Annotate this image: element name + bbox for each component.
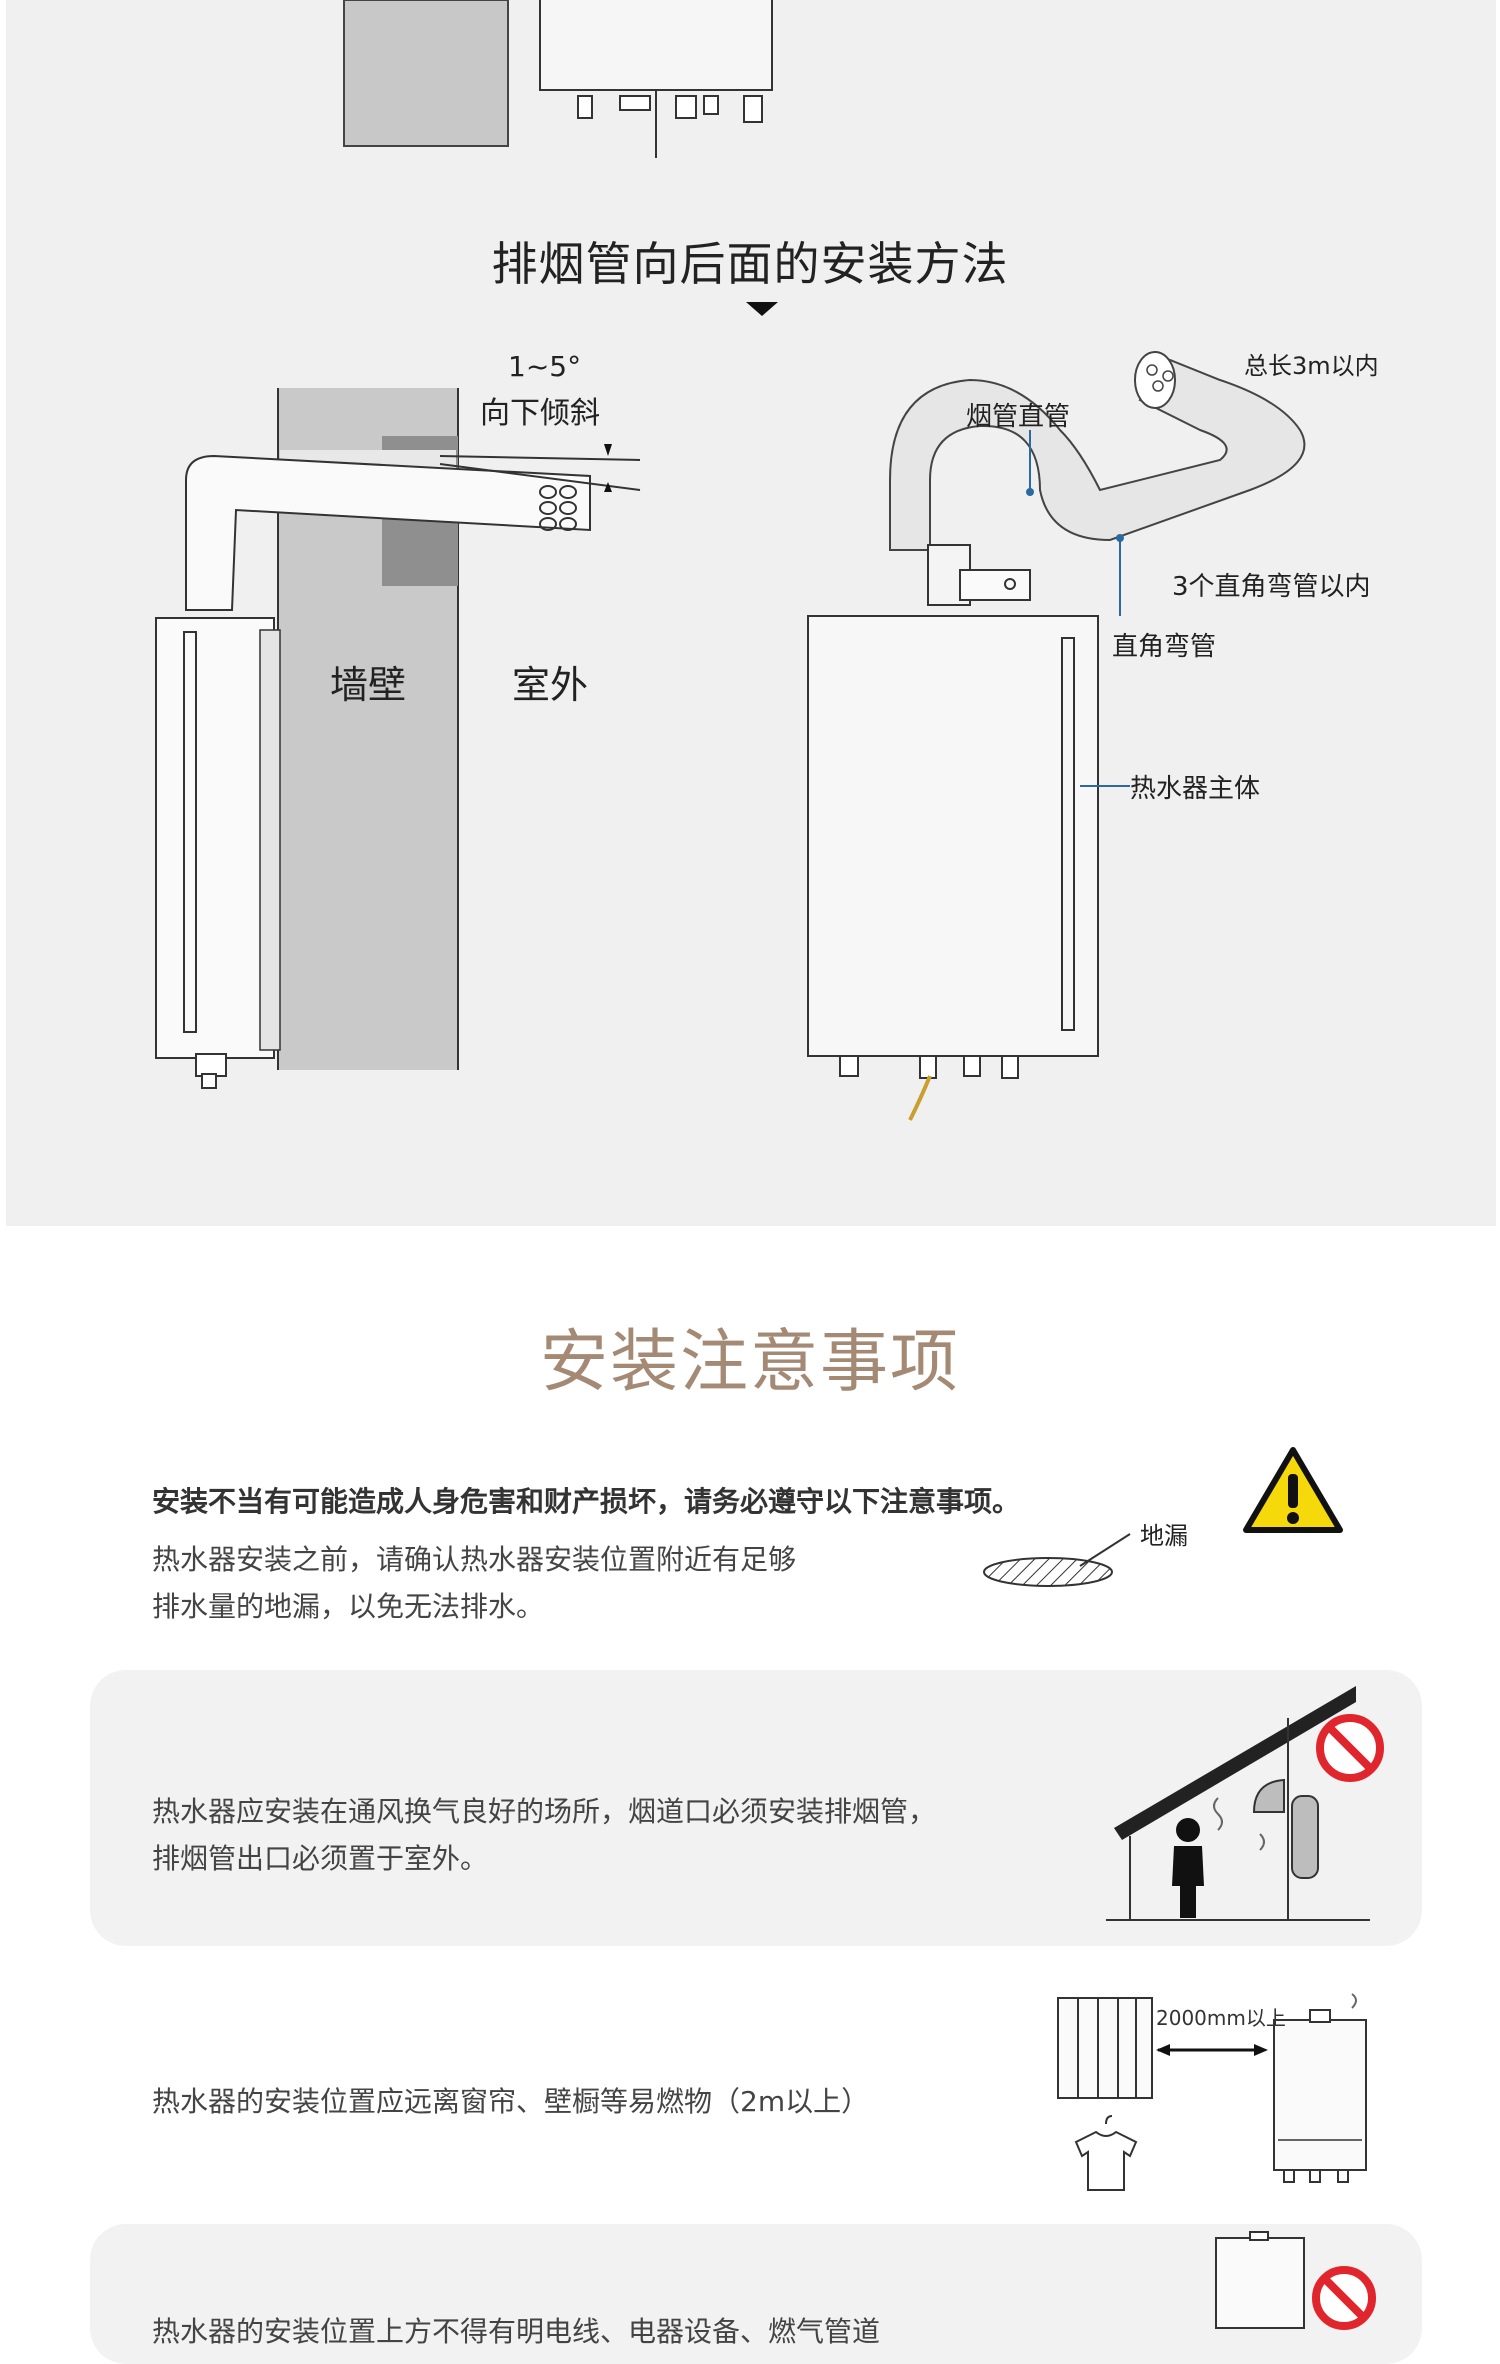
section-title: 安装注意事项: [539, 1323, 960, 1402]
note-item-3: 热水器的安装位置应远离窗帘、壁橱等易燃物（2m以上）: [152, 2085, 870, 2118]
tilt-label: 向下倾斜: [480, 396, 600, 431]
top-cropped-diagram: [343, 0, 773, 158]
note-item-1-line-1: 热水器安装之前，请确认热水器安装位置附近有足够: [152, 1543, 797, 1576]
angle-label: 1~5°: [508, 350, 582, 383]
outdoor-label: 室外: [512, 663, 589, 707]
note-item-2: 热水器应安装在通风换气良好的场所，烟道口必须安装排烟管， 排烟管出口必须置于室外…: [152, 1788, 936, 1882]
note-item-1: 热水器安装之前，请确认热水器安装位置附近有足够 排水量的地漏，以免无法排水。: [152, 1536, 796, 1630]
note-item-4: 热水器的安装位置上方不得有明电线、电器设备、燃气管道: [152, 2315, 881, 2348]
note-card-ventilation: [90, 1670, 1422, 1946]
warning-text: 安装不当有可能造成人身危害和财产损坏，请务必遵守以下注意事项。: [152, 1485, 1021, 1518]
elbow-label: 直角弯管: [1112, 632, 1217, 662]
distance-label: 2000mm以上: [1156, 2006, 1286, 2030]
down-arrow-icon: [746, 302, 778, 316]
heater-body-label: 热水器主体: [1130, 774, 1261, 804]
heater-duct-diagram: [807, 351, 1306, 1121]
warning-icon: [1243, 1447, 1343, 1533]
floor-drain-icon: [983, 1533, 1131, 1587]
total-length-label: 总长3m以内: [1244, 352, 1379, 380]
diagram-title: 排烟管向后面的安装方法: [491, 237, 1009, 291]
note-item-1-line-2: 排水量的地漏，以免无法排水。: [152, 1590, 545, 1623]
ventilation-illustration: [1106, 1686, 1384, 1921]
note-item-2-line-2: 排烟管出口必须置于室外。: [152, 1842, 489, 1875]
wall-label: 墙壁: [330, 663, 407, 707]
rear-exhaust-diagram: [155, 388, 641, 1089]
note-item-2-line-1: 热水器应安装在通风换气良好的场所，烟道口必须安装排烟管，: [152, 1795, 937, 1828]
elbow-limit-label: 3个直角弯管以内: [1172, 572, 1371, 602]
straight-pipe-label: 烟管直管: [966, 402, 1071, 432]
distance-illustration: [1057, 1993, 1367, 2191]
wiring-illustration: [1215, 2231, 1376, 2330]
floor-drain-label: 地漏: [1140, 1522, 1188, 1550]
